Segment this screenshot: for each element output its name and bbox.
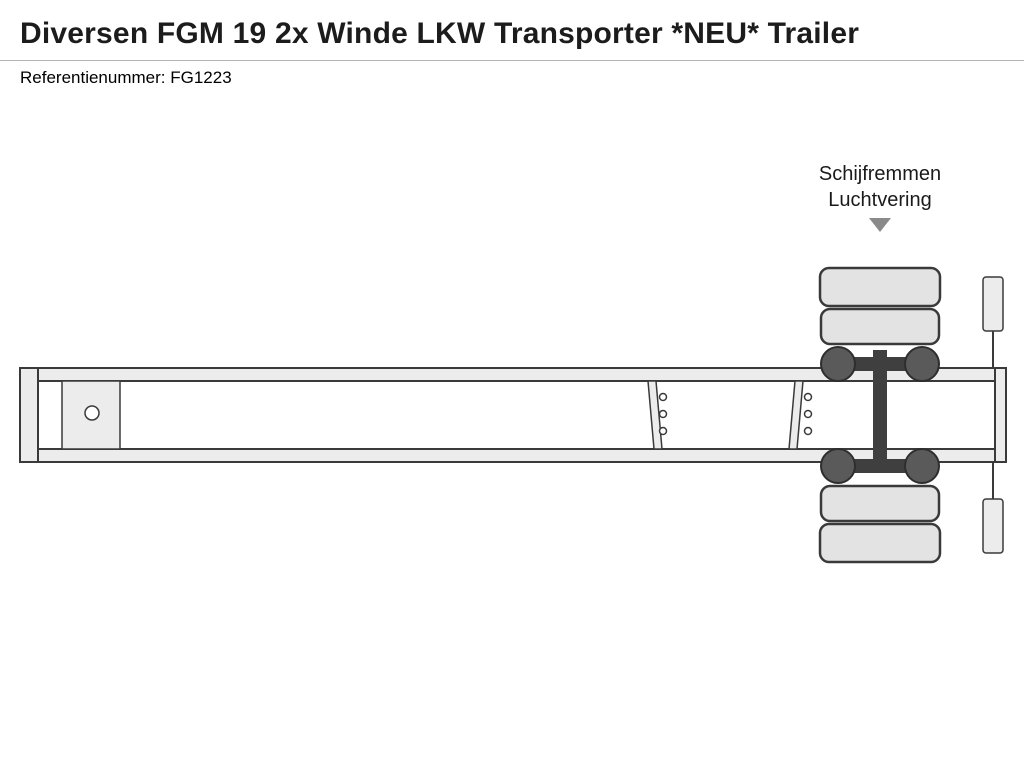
chassis-frame	[19, 367, 1007, 463]
gusset-plate-1	[647, 380, 663, 450]
bolt-hole	[658, 409, 668, 419]
crossmember-2	[788, 380, 813, 450]
reference-line: Referentienummer: FG1223	[20, 68, 232, 88]
wheels	[818, 266, 942, 564]
bolt-hole	[658, 426, 668, 436]
side-bracket-bottom	[982, 498, 1004, 554]
axle-bar-bottom	[834, 459, 926, 473]
triangle-down-icon	[869, 218, 891, 232]
kingpin-plate	[61, 380, 121, 450]
reference-label: Referentienummer:	[20, 68, 166, 87]
bolt-hole	[803, 392, 813, 402]
side-bracket-top	[982, 276, 1004, 332]
annotation-luchtvering: Luchtvering	[828, 189, 932, 211]
kingpin-hole	[84, 405, 100, 421]
chassis-front-cap	[19, 367, 39, 463]
wheel-top-outer	[818, 266, 942, 308]
bolt-hole	[658, 392, 668, 402]
bolt-hole	[803, 409, 813, 419]
page-title: Diversen FGM 19 2x Winde LKW Transporter…	[20, 17, 860, 50]
wheel-bottom-inner	[819, 484, 941, 523]
header-divider	[0, 60, 1024, 61]
axle-assembly	[820, 346, 940, 484]
kingpin-block	[61, 380, 121, 450]
annotation-schijfremmen: Schijfremmen	[818, 163, 942, 185]
rear-brackets	[982, 276, 1004, 554]
suspension-spine	[873, 350, 887, 470]
wheel-bottom-outer	[818, 522, 942, 564]
axle-annotation: Schijfremmen Luchtvering	[770, 161, 990, 213]
gusset-plate-2	[788, 380, 804, 450]
brake-hub	[904, 448, 940, 484]
brake-hub	[820, 346, 856, 382]
brake-hub	[820, 448, 856, 484]
axle-bar-top	[834, 357, 926, 371]
reference-value: FG1223	[170, 68, 232, 87]
crossmember-1	[647, 380, 668, 450]
wheel-top-inner	[819, 307, 941, 346]
brake-hub	[904, 346, 940, 382]
chassis-rear-cap	[994, 367, 1007, 463]
bolt-hole	[803, 426, 813, 436]
